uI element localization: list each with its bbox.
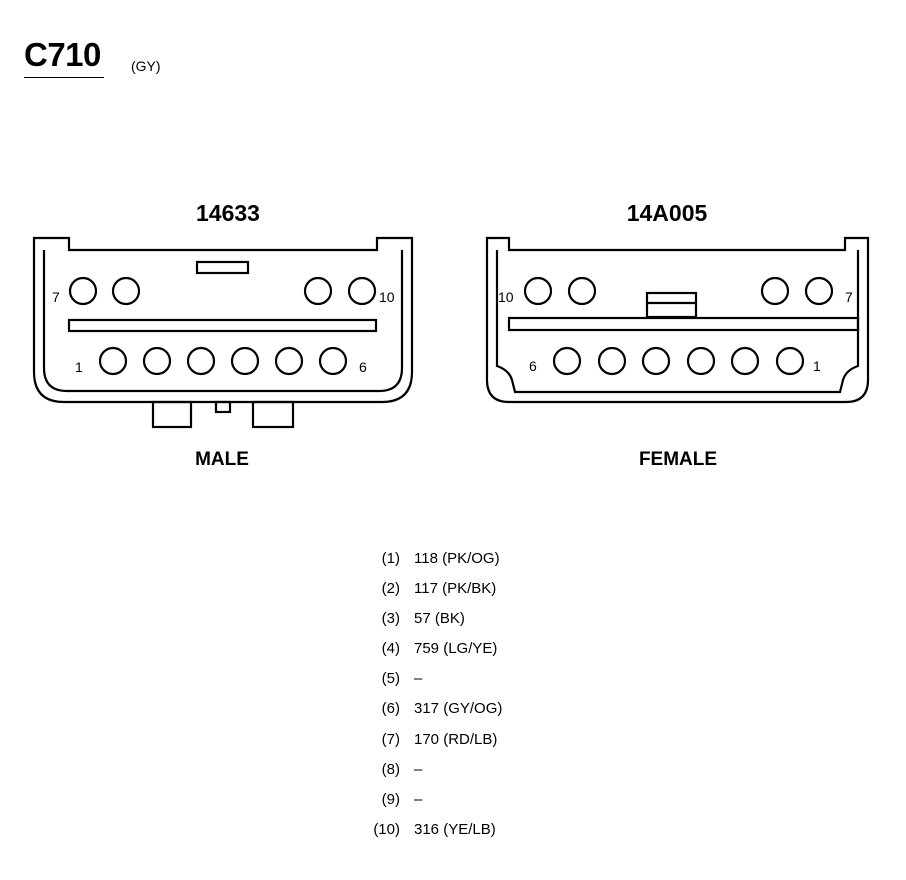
pin-number: (4) [381, 640, 400, 658]
female-pin-label-7: 7 [845, 289, 853, 305]
pinout-row: (2) 117 (PK/BK) [350, 578, 502, 608]
female-pin-3 [686, 346, 716, 376]
pinout-row: (3) 57 (BK) [350, 608, 502, 638]
female-pin-cavities [523, 276, 834, 376]
female-pin-label-10: 10 [498, 289, 514, 305]
male-pin-5 [274, 346, 304, 376]
pin-circuit: 117 (PK/BK) [414, 580, 497, 598]
female-pin-label-6: 6 [529, 358, 537, 374]
female-pin-1 [775, 346, 805, 376]
male-pin-8 [111, 276, 141, 306]
pin-number: (8) [381, 760, 400, 778]
male-pin-label-10: 10 [379, 289, 395, 305]
male-part-number: 14633 [196, 200, 260, 226]
pinout-row: (5)– [350, 668, 502, 698]
pin-circuit: 57 (BK) [414, 610, 465, 628]
pin-number: (6) [381, 700, 400, 718]
female-pin-5 [597, 346, 627, 376]
pinout-row: (4) 759 (LG/YE) [350, 638, 502, 668]
pinout-row: (1) 118 (PK/OG) [350, 548, 502, 578]
pinout-row: (7) 170 (RD/LB) [350, 729, 502, 759]
pinout-row: (10) 316 (YE/LB) [350, 819, 502, 849]
female-pin-10 [523, 276, 553, 306]
male-connector-housing [32, 236, 414, 429]
connector-id-underline [24, 77, 104, 78]
pin-circuit: – [414, 790, 423, 808]
pin-number: (9) [381, 790, 400, 808]
pin-circuit: – [414, 670, 423, 688]
male-pin-7 [68, 276, 98, 306]
female-pin-9 [567, 276, 597, 306]
male-pin-10 [347, 276, 377, 306]
pinout-list: (1) 118 (PK/OG) (2) 117 (PK/BK) (3) 57 (BK)… [350, 548, 502, 849]
male-pin-2 [142, 346, 172, 376]
pin-number: (3) [381, 610, 400, 628]
pin-circuit: – [414, 760, 423, 778]
pin-circuit: 759 (LG/YE) [414, 640, 498, 658]
male-pin-label-1: 1 [75, 359, 83, 375]
male-pin-6 [318, 346, 348, 376]
pinout-row: (9)– [350, 789, 502, 819]
pin-number: (5) [381, 670, 400, 688]
pin-circuit: 317 (GY/OG) [414, 700, 503, 718]
female-pin-6 [552, 346, 582, 376]
pinout-row: (6) 317 (GY/OG) [350, 698, 503, 728]
pin-number: (7) [381, 730, 400, 748]
female-pin-label-1: 1 [813, 358, 821, 374]
male-pin-label-6: 6 [359, 359, 367, 375]
female-pin-4 [641, 346, 671, 376]
pin-circuit: 170 (RD/LB) [414, 730, 498, 748]
pinout-row: (8)– [350, 759, 502, 789]
pin-number: (10) [373, 820, 400, 838]
female-pin-8 [760, 276, 790, 306]
female-part-number: 14A005 [626, 200, 708, 226]
male-gender-label: MALE [195, 449, 249, 470]
pin-number: (1) [381, 550, 400, 567]
male-pin-9 [303, 276, 333, 306]
male-pin-cavities [68, 276, 377, 376]
pin-circuit: 316 (YE/LB) [414, 820, 496, 838]
connector-id: C710 [24, 36, 101, 73]
male-pin-1 [98, 346, 128, 376]
female-connector-housing [485, 236, 870, 404]
pin-number: (2) [381, 580, 400, 598]
connector-color-code: (GY) [131, 58, 161, 74]
pin-circuit: 118 (PK/OG) [414, 550, 500, 567]
male-pin-label-7: 7 [52, 289, 60, 305]
male-pin-3 [186, 346, 216, 376]
female-pin-7 [804, 276, 834, 306]
female-pin-2 [730, 346, 760, 376]
female-gender-label: FEMALE [638, 449, 718, 470]
male-pin-4 [230, 346, 260, 376]
